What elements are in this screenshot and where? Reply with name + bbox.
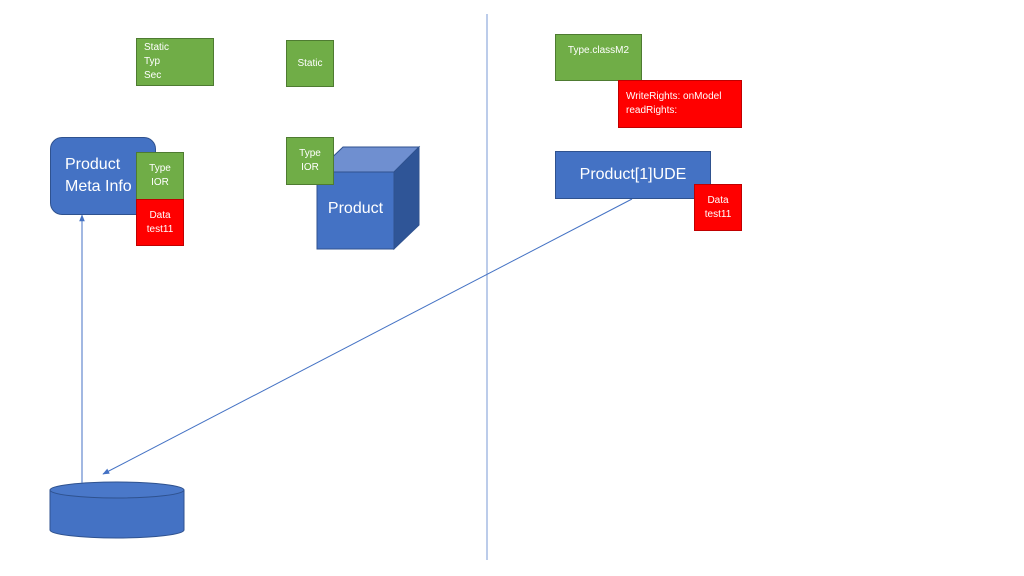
data-right-line-2: test11: [704, 208, 732, 220]
product-ude-box[interactable]: Product[1]UDE: [555, 151, 711, 199]
meta-info-line-1: Product: [65, 156, 121, 173]
data-box-right[interactable]: Data test11: [694, 184, 742, 231]
read-rights-label: readRights:: [626, 105, 678, 116]
static-typ-sec-line-3: Sec: [144, 70, 162, 81]
type-ior-left-line-1: Type: [149, 163, 171, 174]
type-class-m2-box[interactable]: Type.classM2: [555, 34, 642, 81]
data-right-line-1: Data: [707, 194, 729, 206]
static-typ-sec-line-1: Static: [144, 42, 170, 53]
static-typ-sec-box[interactable]: Static Typ Sec: [136, 38, 214, 86]
rights-box[interactable]: WriteRights: onModel readRights:: [618, 80, 742, 128]
type-ior-left-line-2: IOR: [151, 177, 169, 188]
product-ude-label: Product[1]UDE: [579, 166, 687, 183]
type-ior-cube-line-1: Type: [299, 148, 321, 159]
static-box-label: Static: [297, 57, 323, 69]
meta-info-line-2: Meta Info: [65, 178, 132, 195]
data-box-left[interactable]: Data test11: [136, 199, 184, 246]
product-cube-label: Product: [327, 200, 384, 217]
connector-ude-to-db[interactable]: [102, 198, 633, 475]
type-ior-cube-line-2: IOR: [301, 162, 319, 173]
cylinder-body: [49, 489, 185, 539]
static-typ-sec-line-2: Typ: [144, 56, 161, 67]
type-class-m2-label: Type.classM2: [567, 45, 630, 56]
static-box[interactable]: Static: [286, 40, 334, 87]
data-left-line-2: test11: [146, 223, 174, 235]
cylinder-top: [49, 481, 185, 499]
type-ior-box-left[interactable]: Type IOR: [136, 152, 184, 200]
write-rights-label: WriteRights: onModel: [626, 91, 722, 102]
data-left-line-1: Data: [149, 209, 171, 221]
database-cylinder[interactable]: [49, 481, 185, 539]
type-ior-box-cube[interactable]: Type IOR: [286, 137, 334, 185]
